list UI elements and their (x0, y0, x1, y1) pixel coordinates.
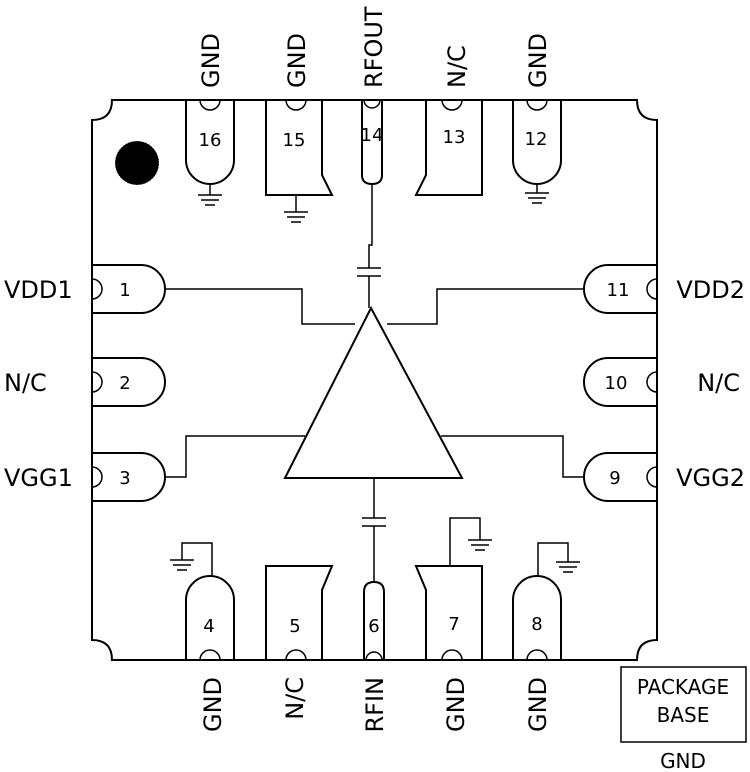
package-base-box: PACKAGE BASE (620, 666, 747, 743)
pad-8: 8 (512, 542, 580, 661)
wire-vgg2 (441, 435, 584, 478)
package-outline (91, 99, 658, 661)
pin-number-12: 12 (525, 129, 548, 150)
pin-number-8: 8 (531, 614, 542, 635)
pin-number-2: 2 (119, 373, 130, 394)
package-base-gnd: GND (660, 749, 706, 772)
pin-label-6: RFIN (361, 677, 389, 733)
package-base-line2: BASE (657, 703, 710, 727)
pad-2: 2 (91, 357, 166, 407)
pin-number-6: 6 (368, 616, 379, 637)
pad-4: 4 (170, 542, 235, 661)
pin-number-16: 16 (199, 130, 222, 151)
pin-label-16: GND (197, 33, 225, 88)
pin-number-3: 3 (119, 468, 130, 489)
pin-number-1: 1 (119, 280, 130, 301)
pad-9: 9 (583, 452, 658, 502)
pin-label-9: VGG2 (676, 464, 745, 492)
rfout-capacitor (357, 184, 381, 308)
pin-label-13: N/C (443, 45, 471, 88)
pin-label-5: N/C (281, 677, 309, 720)
pad-7: 7 (414, 517, 492, 661)
wire-vdd1 (165, 288, 355, 325)
pin-number-15: 15 (283, 130, 306, 151)
pin-number-5: 5 (289, 616, 300, 637)
pad-11: 11 (583, 264, 658, 314)
pad-13: 13 (414, 99, 483, 196)
pad-5: 5 (265, 565, 334, 661)
pin-label-12: GND (524, 33, 552, 88)
pin-label-2: N/C (4, 369, 47, 397)
pin-label-14: RFOUT (360, 6, 388, 88)
pin-label-15: GND (283, 33, 311, 88)
pin-label-11: VDD2 (676, 276, 745, 304)
pad-10: 10 (583, 357, 658, 407)
pin-label-3: VGG1 (4, 464, 73, 492)
pad-16: 16 (185, 99, 235, 206)
pin-number-7: 7 (448, 614, 459, 635)
pin-number-10: 10 (605, 373, 628, 394)
wire-vgg1 (165, 435, 305, 478)
pin-label-1: VDD1 (4, 276, 73, 304)
package-base-line1: PACKAGE (637, 675, 729, 699)
pin-number-9: 9 (609, 468, 620, 489)
pin-label-10: N/C (697, 369, 740, 397)
pin-number-14: 14 (361, 125, 384, 146)
pin1-marker-dot (114, 140, 160, 186)
pad-6: 6 (363, 580, 385, 661)
pad-12: 12 (512, 99, 562, 204)
pad-14: 14 (361, 99, 384, 186)
pin-label-4: GND (199, 677, 227, 732)
pad-1: 1 (91, 264, 166, 314)
wire-vdd2 (387, 288, 584, 325)
pin-number-13: 13 (443, 127, 466, 148)
pad-3: 3 (91, 452, 166, 502)
rfin-capacitor (362, 478, 386, 582)
pin-number-4: 4 (203, 616, 214, 637)
pin-label-7: GND (442, 677, 470, 732)
pad-15: 15 (265, 99, 334, 223)
amplifier-triangle (283, 305, 464, 479)
pin-label-8: GND (524, 677, 552, 732)
pin-number-11: 11 (607, 280, 630, 301)
